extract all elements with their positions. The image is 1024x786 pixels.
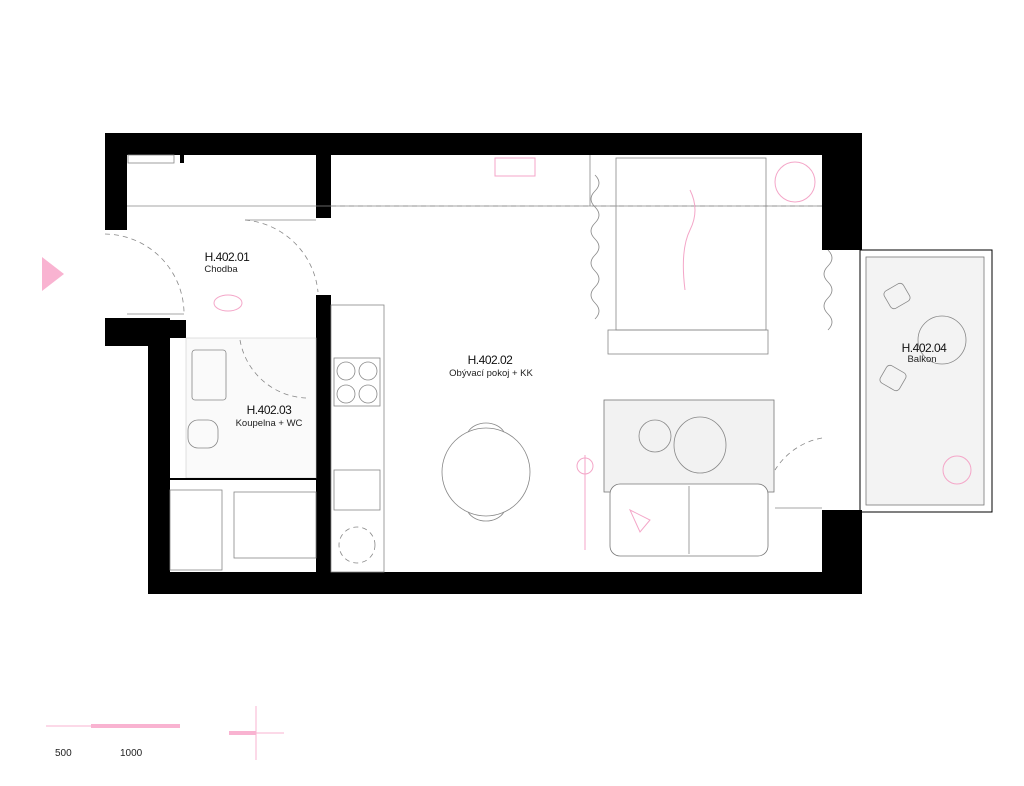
- scale-label-500: 500: [55, 748, 72, 759]
- room-code-balcony: H.402.04: [902, 341, 948, 355]
- room-code-bathroom: H.402.03: [247, 403, 293, 417]
- balcony: [859, 249, 993, 513]
- room-code-living: H.402.02: [468, 353, 514, 367]
- room-name-balcony: Balkon: [907, 354, 936, 365]
- walls: [105, 133, 862, 594]
- decor-accents: [213, 157, 816, 550]
- room-code-corridor: H.402.01: [205, 250, 251, 264]
- north-cross-icon: [229, 706, 284, 760]
- interior-lines: [104, 154, 833, 573]
- room-name-corridor: Chodba: [204, 264, 238, 275]
- scale-bar: 500 1000: [46, 724, 180, 759]
- room-name-bathroom: Koupelna + WC: [236, 418, 303, 429]
- room-name-living: Obývací pokoj + KK: [449, 368, 533, 379]
- entrance-arrow-icon: [42, 257, 64, 291]
- scale-label-1000: 1000: [120, 748, 143, 759]
